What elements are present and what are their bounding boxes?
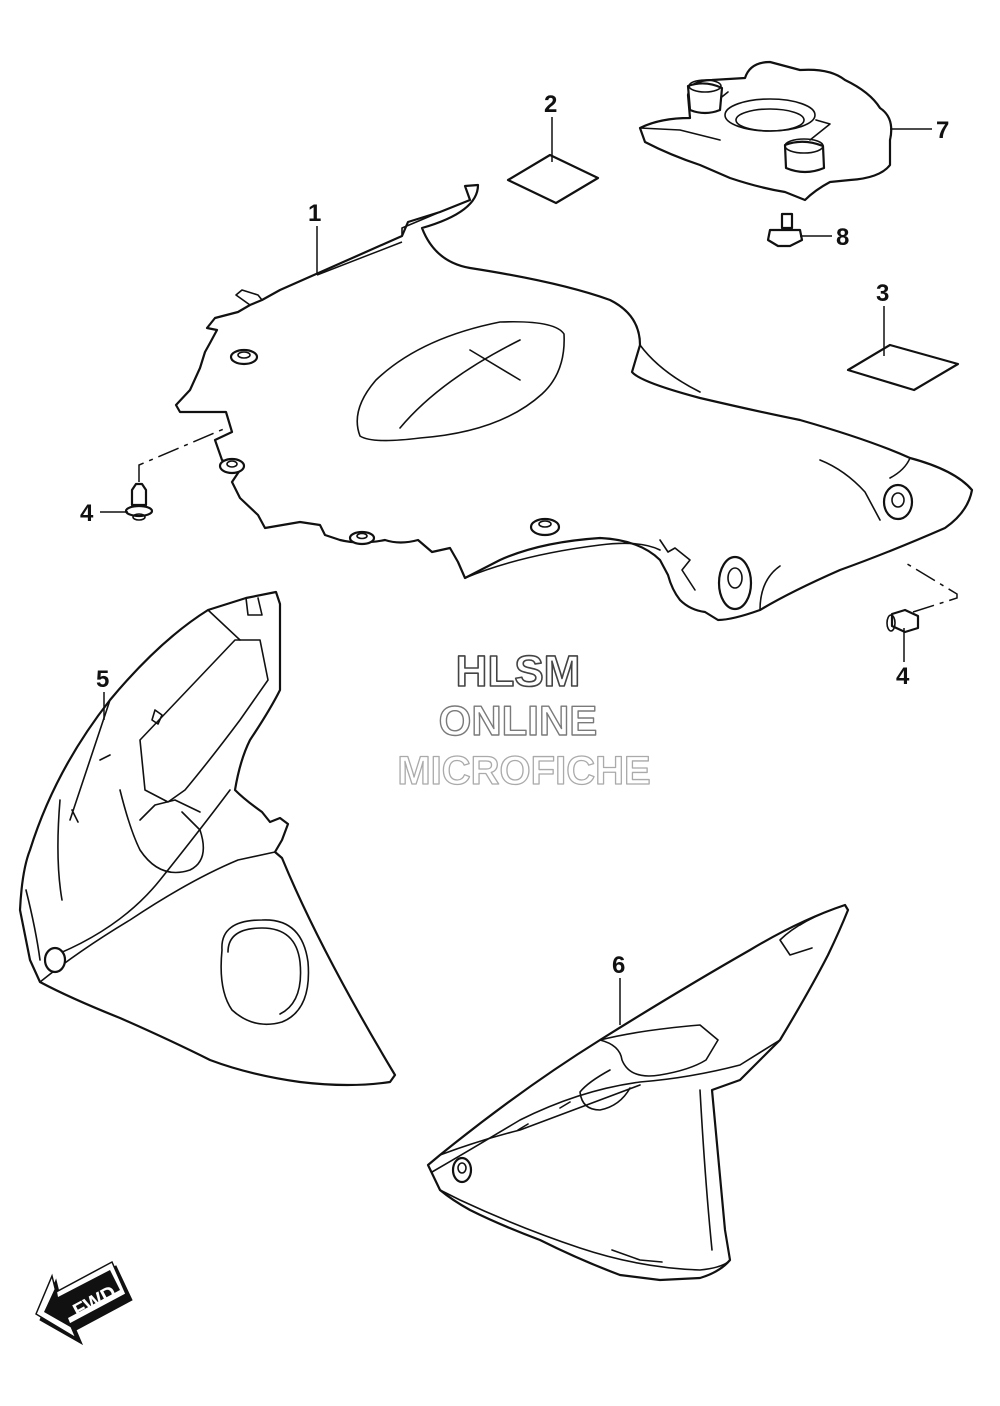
part-8-bolt bbox=[766, 212, 804, 248]
callout-1: 1 bbox=[308, 200, 321, 227]
part-3-sticker bbox=[846, 343, 960, 392]
callout-7: 7 bbox=[936, 117, 949, 144]
callout-2: 2 bbox=[544, 91, 557, 118]
callout-6: 6 bbox=[612, 952, 625, 979]
clip-left-dashed-line bbox=[138, 427, 227, 482]
fwd-arrow-icon: FWD bbox=[35, 1260, 133, 1346]
callout-5: 5 bbox=[96, 666, 109, 693]
leader-1-tail bbox=[316, 241, 403, 276]
clip-right-dashed-line bbox=[903, 561, 958, 613]
part-2-sticker bbox=[506, 153, 600, 205]
part-4-clip-right bbox=[886, 608, 920, 634]
part-4-clip-left bbox=[124, 482, 154, 521]
callout-4b: 4 bbox=[896, 663, 910, 690]
part-1-inner-panel bbox=[174, 183, 974, 622]
part-6-side-cover bbox=[426, 903, 850, 1282]
callout-4a: 4 bbox=[80, 500, 94, 527]
part-5-side-cover bbox=[18, 590, 397, 1087]
watermark-line-1: HLSM bbox=[456, 647, 581, 696]
watermark-line-2: ONLINE bbox=[439, 697, 598, 744]
part-7-cover bbox=[638, 60, 893, 202]
callout-3: 3 bbox=[876, 280, 889, 307]
watermark-line-3: MICROFICHE bbox=[397, 749, 650, 793]
callout-8: 8 bbox=[836, 224, 849, 251]
